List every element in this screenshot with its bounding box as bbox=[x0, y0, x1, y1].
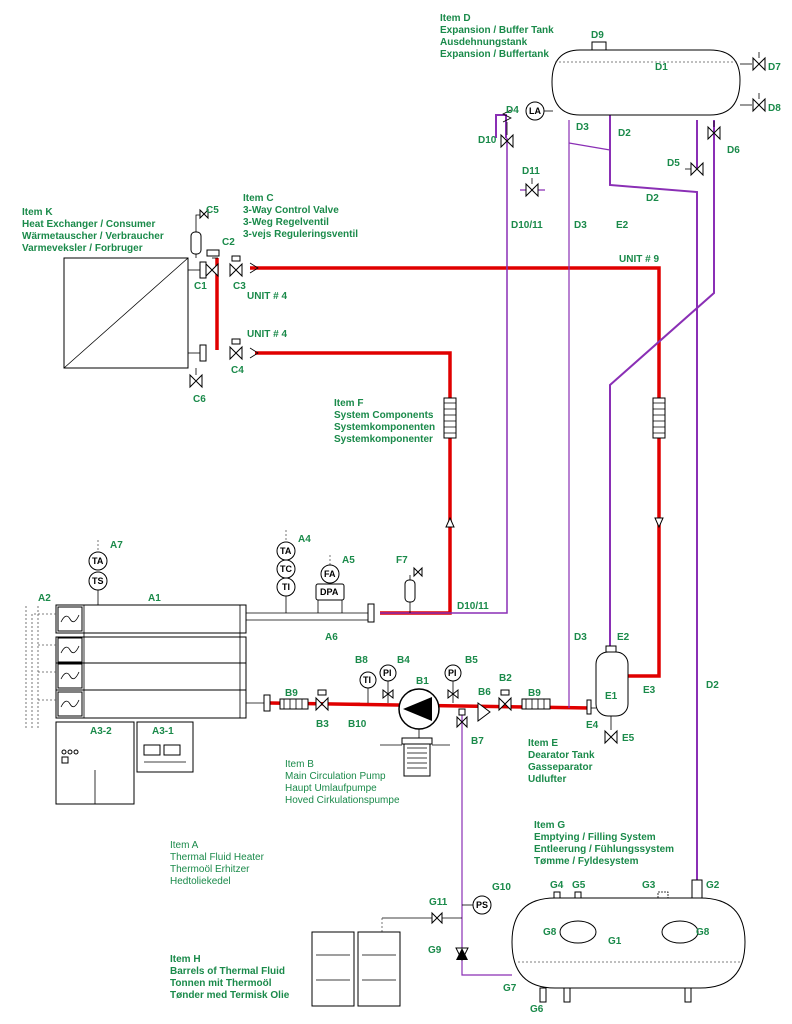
tag-d6: D6 bbox=[727, 145, 740, 156]
tag-a6: A6 bbox=[325, 632, 338, 643]
item-f-label: Item F System Components Systemkomponent… bbox=[334, 398, 436, 445]
instrument-pi-1: PI bbox=[383, 668, 392, 678]
instrument-ts: TS bbox=[92, 576, 104, 586]
tag-c5: C5 bbox=[206, 205, 219, 216]
tag-d2-bottom: D2 bbox=[706, 680, 719, 691]
tag-g8-left: G8 bbox=[543, 927, 557, 938]
tag-g10: G10 bbox=[492, 882, 511, 893]
tag-f7: F7 bbox=[396, 555, 408, 566]
return-lines bbox=[380, 82, 715, 976]
tag-b7: B7 bbox=[471, 736, 484, 747]
tag-c6: C6 bbox=[193, 394, 206, 405]
tag-d10: D10 bbox=[478, 135, 497, 146]
tag-a3-2: A3-2 bbox=[90, 726, 112, 737]
tag-g7: G7 bbox=[503, 983, 517, 994]
tag-c4: C4 bbox=[231, 365, 244, 376]
tag-e1: E1 bbox=[605, 691, 618, 702]
thermal-heater bbox=[25, 603, 375, 730]
tag-unit4-top: UNIT # 4 bbox=[247, 291, 288, 302]
tag-g6: G6 bbox=[530, 1004, 544, 1015]
item-k-label: Item K Heat Exchanger / Consumer Wärmeta… bbox=[22, 207, 164, 254]
item-a-label: Item A Thermal Fluid Heater Thermoöl Erh… bbox=[170, 840, 264, 887]
tag-b9-left: B9 bbox=[285, 688, 298, 699]
tag-b1: B1 bbox=[416, 676, 429, 687]
tag-d5: D5 bbox=[667, 158, 680, 169]
tag-g5: G5 bbox=[572, 880, 586, 891]
instrument-ti-1: TI bbox=[282, 582, 290, 592]
tag-e3: E3 bbox=[643, 685, 656, 696]
tag-e2-top: E2 bbox=[616, 220, 629, 231]
item-d-label: Item D Expansion / Buffer Tank Ausdehnun… bbox=[440, 13, 554, 60]
tag-b2: B2 bbox=[499, 673, 512, 684]
item-g-label: Item G Emptying / Filling System Entleer… bbox=[534, 820, 675, 867]
instrument-fa: FA bbox=[324, 569, 336, 579]
tag-d7: D7 bbox=[768, 62, 781, 73]
instrument-la: LA bbox=[529, 106, 541, 116]
control-cabinets bbox=[55, 721, 194, 805]
tag-g8-right: G8 bbox=[696, 927, 710, 938]
tag-a4: A4 bbox=[298, 534, 311, 545]
instrument-ta-2: TA bbox=[280, 546, 292, 556]
pump-area: TI PI PI bbox=[279, 664, 551, 777]
item-e-label: Item E Dearator Tank Gasseparator Udluft… bbox=[528, 738, 595, 785]
tag-d2-top: D2 bbox=[618, 128, 631, 139]
tag-b9-right: B9 bbox=[528, 688, 541, 699]
tag-e2-bottom: E2 bbox=[617, 632, 630, 643]
tag-a2: A2 bbox=[38, 593, 51, 604]
tag-d1011-top: D10/11 bbox=[511, 220, 543, 231]
item-h-label: Item H Barrels of Thermal Fluid Tonnen m… bbox=[170, 954, 290, 1001]
instrument-pi-2: PI bbox=[448, 668, 457, 678]
fill-system: PS bbox=[311, 895, 492, 1007]
tag-d4: D4 bbox=[506, 105, 519, 116]
tag-d3-top: D3 bbox=[576, 122, 589, 133]
tag-a3-1: A3-1 bbox=[152, 726, 174, 737]
tag-unit4-bottom: UNIT # 4 bbox=[247, 329, 288, 340]
tag-g1: G1 bbox=[608, 936, 622, 947]
instrument-ti-2: TI bbox=[363, 675, 371, 685]
instrument-tc: TC bbox=[280, 564, 292, 574]
tag-e4: E4 bbox=[586, 720, 599, 731]
expansion-tank: LA bbox=[525, 41, 752, 121]
flow-pipes bbox=[215, 258, 661, 710]
instrument-ta-1: TA bbox=[92, 556, 104, 566]
tag-a1: A1 bbox=[148, 593, 161, 604]
tag-b3: B3 bbox=[316, 719, 329, 730]
tag-b5: B5 bbox=[465, 655, 478, 666]
tag-g2: G2 bbox=[706, 880, 720, 891]
tag-d11: D11 bbox=[522, 166, 540, 177]
tag-g4: G4 bbox=[550, 880, 564, 891]
tag-a7: A7 bbox=[110, 540, 123, 551]
tag-c2: C2 bbox=[222, 237, 235, 248]
tag-b10: B10 bbox=[348, 719, 367, 730]
storage-tank bbox=[511, 879, 746, 1003]
tag-c3: C3 bbox=[233, 281, 246, 292]
tag-d1011-bottom: D10/11 bbox=[457, 601, 489, 612]
tag-d3-mid: D3 bbox=[574, 220, 587, 231]
tag-g11: G11 bbox=[429, 897, 448, 908]
heat-exchanger bbox=[63, 208, 243, 389]
tag-unit9: UNIT # 9 bbox=[619, 254, 660, 265]
tag-d8: D8 bbox=[768, 103, 781, 114]
tag-b4: B4 bbox=[397, 655, 410, 666]
tag-g3: G3 bbox=[642, 880, 656, 891]
tag-c1: C1 bbox=[194, 281, 207, 292]
tag-d1: D1 bbox=[655, 62, 668, 73]
tag-g9: G9 bbox=[428, 945, 442, 956]
tag-b8: B8 bbox=[355, 655, 368, 666]
item-b-label: Item B Main Circulation Pump Haupt Umlau… bbox=[285, 759, 400, 806]
tag-e5: E5 bbox=[622, 733, 635, 744]
tag-d3-bottom: D3 bbox=[574, 632, 587, 643]
tag-d9: D9 bbox=[591, 30, 604, 41]
tag-d2-mid: D2 bbox=[646, 193, 659, 204]
tag-b6: B6 bbox=[478, 687, 491, 698]
line-components bbox=[249, 262, 666, 529]
heater-instruments: TA TS TA TC TI FA DPA bbox=[88, 530, 423, 613]
dearator-tank bbox=[586, 645, 629, 745]
expansion-valves bbox=[500, 52, 766, 198]
item-c-label: Item C 3-Way Control Valve 3-Weg Regelve… bbox=[243, 193, 359, 240]
instrument-ps: PS bbox=[476, 900, 488, 910]
tag-a5: A5 bbox=[342, 555, 355, 566]
instrument-dpa: DPA bbox=[320, 587, 339, 597]
